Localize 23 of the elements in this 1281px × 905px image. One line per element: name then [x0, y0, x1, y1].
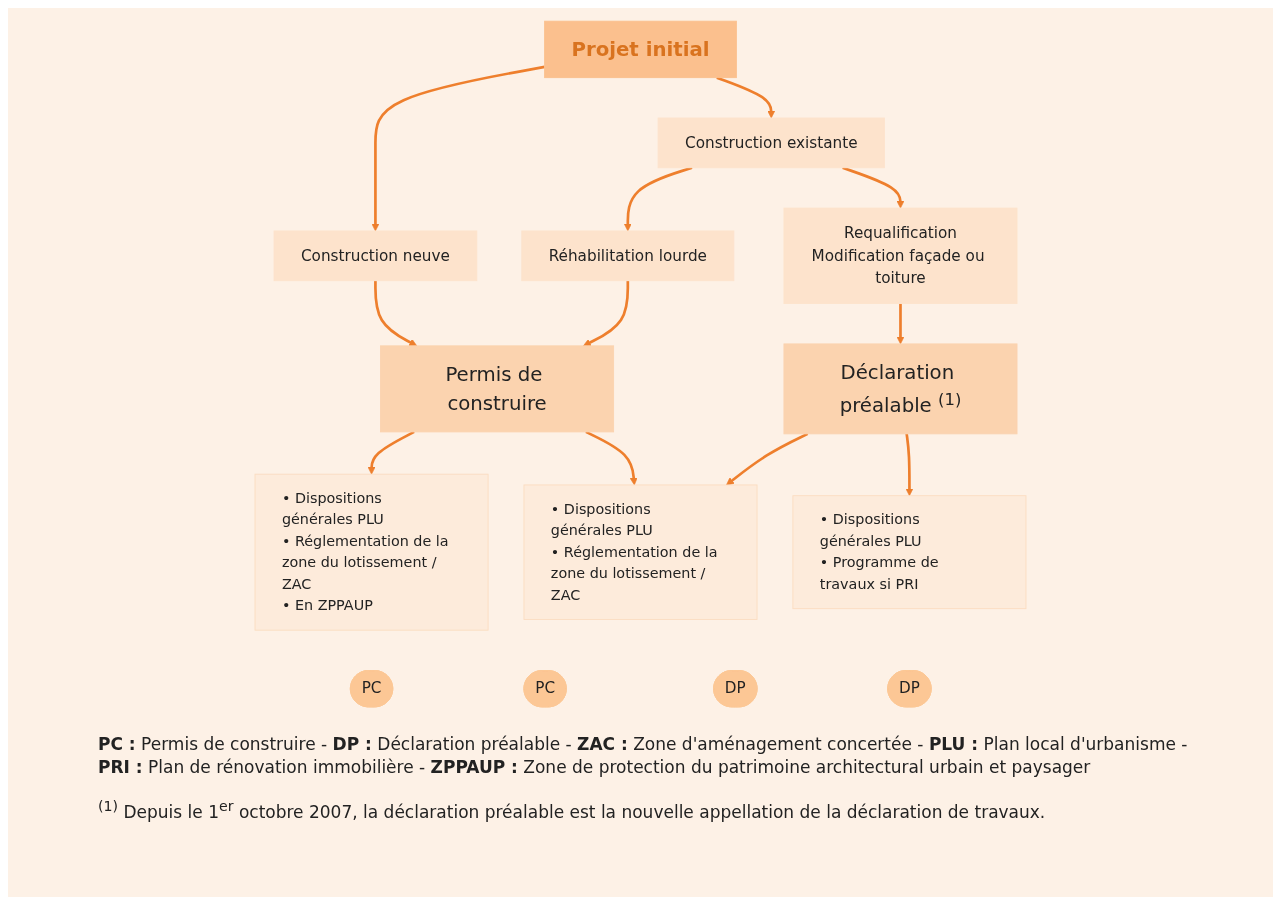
node-box: Permis de construire — [380, 345, 615, 433]
node-box: Requalification Modification façade ou toiture — [783, 207, 1018, 304]
arrow — [367, 430, 415, 475]
arrow — [374, 280, 418, 347]
arrow — [726, 432, 809, 486]
footnote: $^{(1)}$ Depuis le 1$^{er}$ octobre 2007, la déclaration préalable est la nouvelle appellation de la déclaration de travaux. — [98, 796, 1047, 824]
arrow — [716, 76, 776, 119]
node-box: • Dispositions générales PLU • Réglementation de la zone du lotissement / ZAC • En ZPPAUP — [254, 473, 489, 631]
arrow — [896, 303, 905, 345]
arrow — [623, 166, 693, 232]
node-box: • Dispositions générales PLU • Programme de travaux si PRI — [792, 495, 1027, 610]
node-box: Construction neuve — [273, 230, 478, 282]
node-box: Construction existante — [657, 117, 885, 169]
arrow — [905, 433, 914, 497]
abbreviation-note: PC : Permis de construire - DP : Déclaration préalable - ZAC : Zone d'aménagement concertée - PLU : Plan local d'urbanisme - PRI : Plan de rénovation immobilière - ZPPAUP : Zone de protection du patrimoine architectural urbain et paysager — [98, 733, 1189, 779]
node-box: • Dispositions générales PLU • Réglementation de la zone du lotissement / ZAC — [523, 484, 758, 620]
arrow — [842, 166, 905, 209]
node-box: Déclaration préalable $^{(1)}$ — [783, 343, 1018, 435]
node-box: Projet initial — [544, 20, 737, 79]
arrow — [371, 65, 545, 232]
arrow — [585, 430, 638, 486]
arrow — [583, 280, 630, 347]
node-box: Réhabilitation lourde — [521, 230, 735, 282]
